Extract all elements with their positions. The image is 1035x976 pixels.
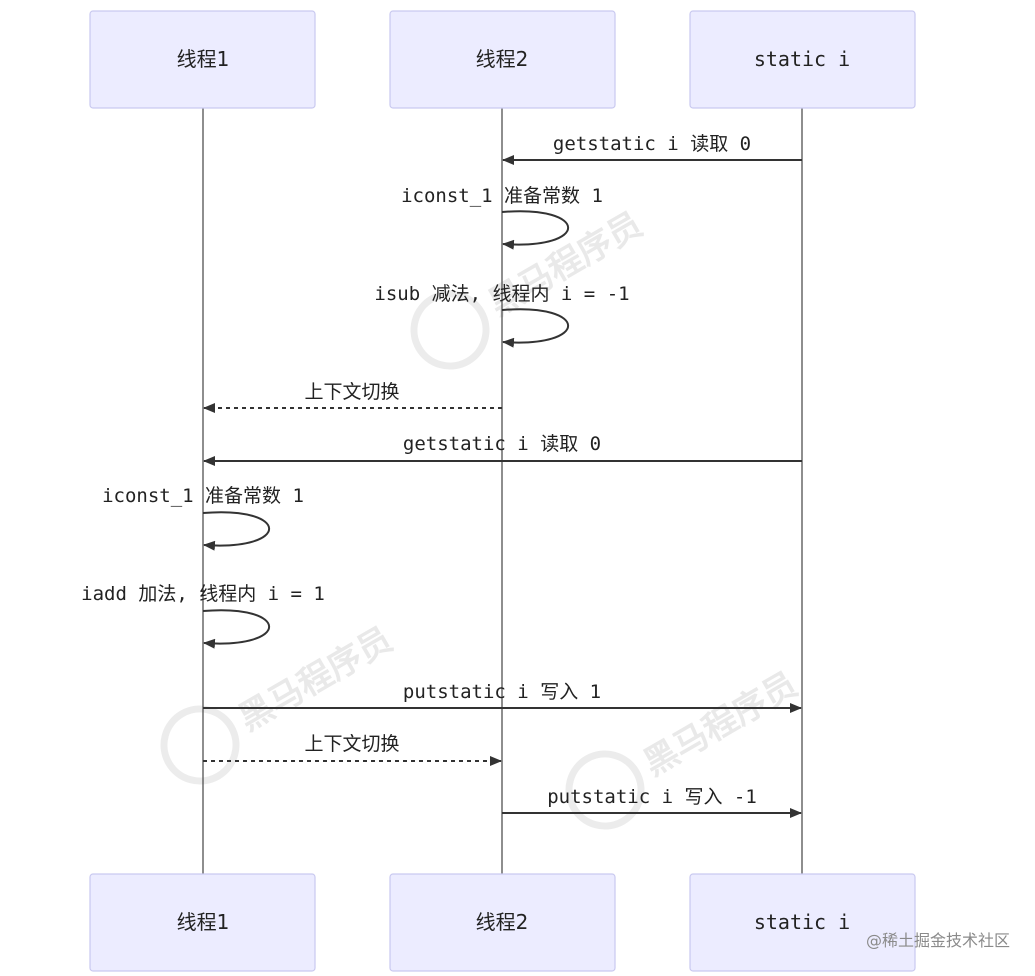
message-arrow [202, 609, 270, 649]
message-arrow [501, 308, 569, 348]
message-label: getstatic i 读取 0 [553, 133, 751, 155]
message-5: getstatic i 读取 0 [203, 433, 802, 466]
message-1: getstatic i 读取 0 [502, 133, 802, 165]
actor-box [389, 873, 616, 972]
actor-label: static i [754, 47, 850, 71]
actor-label: 线程2 [476, 910, 529, 934]
actor-box [689, 873, 916, 972]
watermark-text: 黑马程序员 [637, 665, 804, 785]
site-watermark: @稀土掘金技术社区 [866, 931, 1010, 950]
actor-label: 线程2 [476, 47, 529, 71]
actor-box [389, 10, 616, 109]
message-label: isub 减法, 线程内 i = -1 [374, 283, 629, 305]
message-label: putstatic i 写入 1 [403, 681, 601, 703]
actor-label: static i [754, 910, 850, 934]
message-label: iconst_1 准备常数 1 [401, 185, 603, 207]
actor-label: 线程1 [177, 47, 230, 71]
message-label: iconst_1 准备常数 1 [102, 485, 304, 507]
message-6: iconst_1 准备常数 1 [102, 485, 304, 551]
actor-top-thread1: 线程1 [89, 10, 316, 109]
message-2: iconst_1 准备常数 1 [401, 185, 603, 250]
watermark-2: 黑马程序员 [160, 620, 399, 785]
message-8: putstatic i 写入 1 [203, 681, 802, 713]
message-arrow [501, 210, 569, 250]
watermark-ring [410, 290, 490, 370]
message-label: 上下文切换 [304, 381, 399, 403]
watermark-ring [565, 750, 645, 830]
actor-box [689, 10, 916, 109]
message-10: putstatic i 写入 -1 [502, 786, 802, 818]
actor-bottom-static-i: static i [689, 873, 916, 972]
message-4: 上下文切换 [203, 381, 502, 413]
actor-box [89, 873, 316, 972]
message-9: 上下文切换 [203, 733, 502, 766]
actor-box [89, 10, 316, 109]
message-arrow [202, 511, 270, 551]
actor-bottom-thread2: 线程2 [389, 873, 616, 972]
actor-top-thread2: 线程2 [389, 10, 616, 109]
actor-top-static-i: static i [689, 10, 916, 109]
message-label: iadd 加法, 线程内 i = 1 [81, 583, 325, 605]
message-label: getstatic i 读取 0 [403, 433, 601, 455]
actor-bottom-thread1: 线程1 [89, 873, 316, 972]
message-label: 上下文切换 [304, 733, 399, 755]
watermark-ring [160, 705, 240, 785]
watermark-3: 黑马程序员 [565, 665, 804, 830]
message-7: iadd 加法, 线程内 i = 1 [81, 583, 325, 649]
message-3: isub 减法, 线程内 i = -1 [374, 283, 630, 348]
actor-label: 线程1 [177, 910, 230, 934]
message-label: putstatic i 写入 -1 [547, 786, 757, 808]
